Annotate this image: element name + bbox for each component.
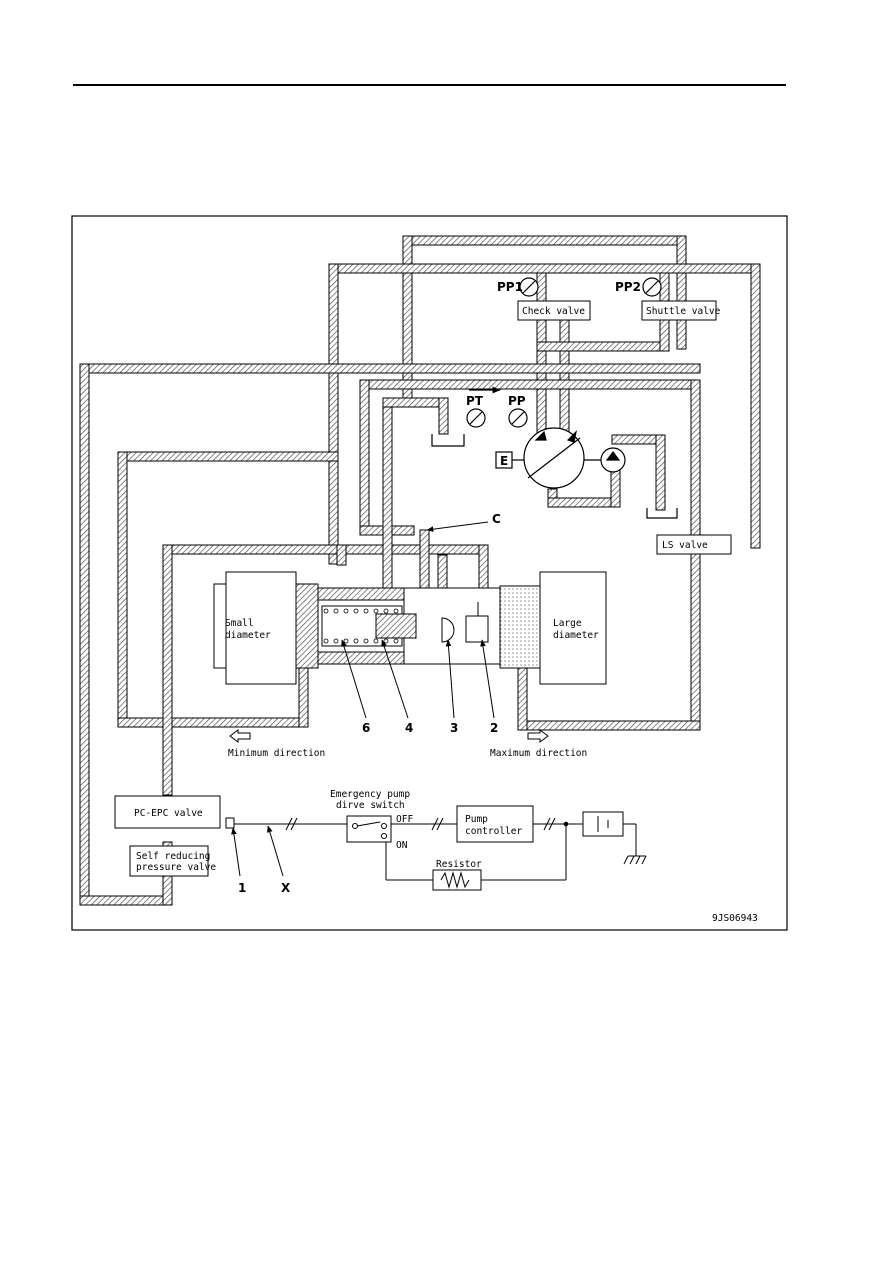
self-reducing-valve <box>129 845 209 877</box>
gauge-pp1-label: PP1 <box>497 280 523 294</box>
self-reducing-label-2: pressure valve <box>136 862 216 873</box>
switch-off-label: OFF <box>396 814 413 825</box>
switch-label-1: Emergency pump <box>330 789 410 800</box>
resistor-label: Resistor <box>436 859 482 870</box>
small-diameter-label-2: diameter <box>225 630 271 641</box>
figure-code: 9JS06943 <box>712 913 758 924</box>
electric-circuit <box>225 805 647 891</box>
pressure-gauges <box>466 277 662 428</box>
switch-label-2: dirve switch <box>336 800 405 811</box>
minimum-direction-arrow <box>229 729 251 743</box>
self-reducing-label-1: Self reducing <box>136 851 210 862</box>
callout-x: X <box>281 881 291 895</box>
large-diameter-label-2: diameter <box>553 630 599 641</box>
small-diameter-label-1: Small <box>225 618 254 629</box>
callout-6: 6 <box>362 721 370 735</box>
header-rule <box>73 84 786 86</box>
maximum-direction-arrow <box>527 729 549 743</box>
gauge-pp2-label: PP2 <box>615 280 641 294</box>
figure-frame <box>71 215 788 931</box>
gauge-pp-label: PP <box>508 394 526 408</box>
pump-assembly <box>431 427 678 519</box>
ls-valve-label: LS valve <box>662 540 708 551</box>
pc-epc-valve <box>114 795 221 829</box>
maximum-direction-label: Maximum direction <box>490 748 587 759</box>
servo-piston <box>213 571 607 685</box>
callout-1: 1 <box>238 881 246 895</box>
switch-on-label: ON <box>396 840 408 851</box>
engine-label: E <box>500 454 508 468</box>
ls-valve <box>656 534 732 555</box>
callout-c: C <box>492 512 501 526</box>
callout-4: 4 <box>405 721 413 735</box>
pump-controller-label-1: Pump <box>465 814 488 825</box>
check-valve-label: Check valve <box>522 306 585 317</box>
check-valve <box>517 300 591 321</box>
pump-controller-label-2: controller <box>465 826 522 837</box>
oil-lines <box>79 235 761 906</box>
callout-leaders <box>231 521 495 877</box>
pc-epc-valve-label: PC-EPC valve <box>134 808 203 819</box>
shuttle-valve-label: Shuttle valve <box>646 306 721 317</box>
minimum-direction-label: Minimum direction <box>228 748 325 759</box>
callout-3: 3 <box>450 721 458 735</box>
shuttle-valve <box>641 300 717 321</box>
callout-2: 2 <box>490 721 498 735</box>
gauge-pt-label: PT <box>466 394 484 408</box>
large-diameter-label-1: Large <box>553 618 582 629</box>
